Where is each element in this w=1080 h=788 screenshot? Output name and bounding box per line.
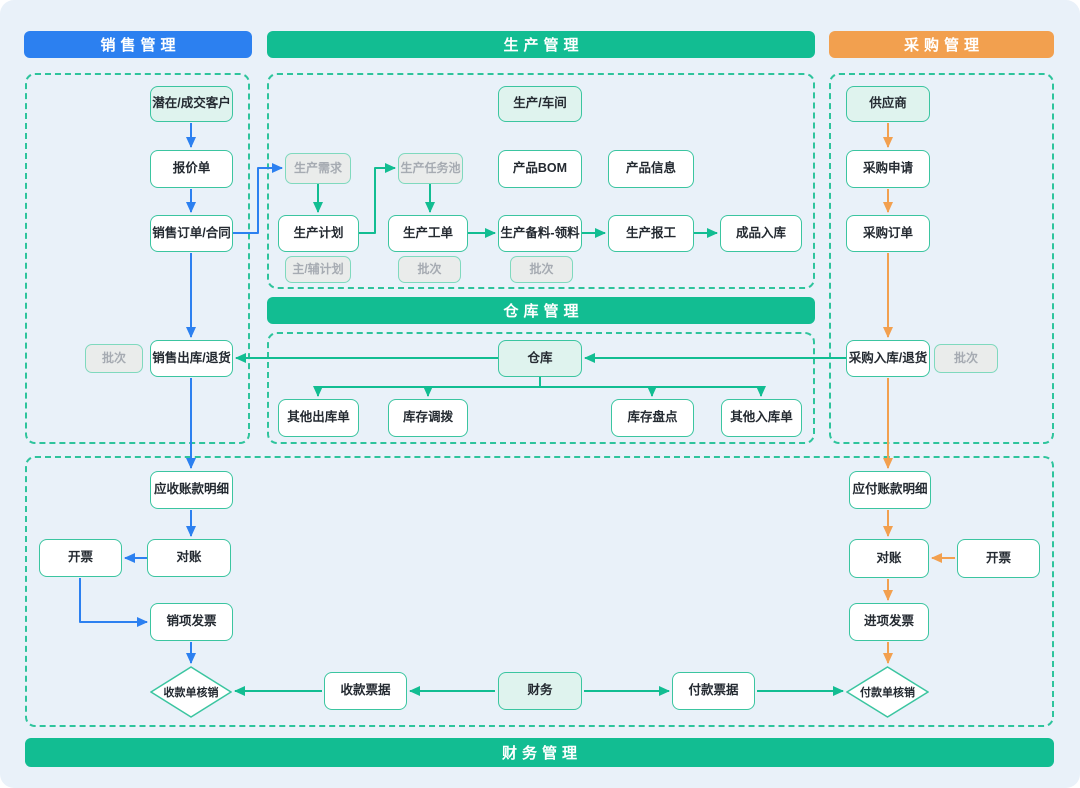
node-sales-order: 销售订单/合同	[150, 215, 233, 252]
diamond-label: 收款单核销	[163, 687, 219, 699]
node-sales-invoice: 销项发票	[150, 603, 233, 641]
node-finished-inbound: 成品入库	[720, 215, 802, 252]
lane-header-finance: 财务管理	[25, 738, 1054, 767]
node-batch-purchase: 批次	[934, 344, 998, 373]
node-ap-detail: 应付账款明细	[849, 471, 931, 509]
lane-header-purchase: 采购管理	[829, 31, 1054, 58]
node-batch-workorder: 批次	[398, 256, 461, 283]
diamond-label: 付款单核销	[860, 687, 915, 699]
node-purchase-inbound: 采购入库/退货	[846, 340, 930, 377]
node-batch-material: 批次	[510, 256, 573, 283]
node-prod-demand: 生产需求	[285, 153, 351, 184]
node-payment-writeoff: 付款单核销	[846, 666, 929, 718]
node-sales-outbound: 销售出库/退货	[150, 340, 233, 377]
finance-region	[25, 456, 1054, 727]
node-reconcile-right: 对账	[849, 539, 929, 578]
node-reconcile-left: 对账	[147, 539, 231, 577]
node-ar-detail: 应收账款明细	[150, 471, 233, 509]
node-invoice-left: 开票	[39, 539, 122, 577]
node-prod-task-pool: 生产任务池	[398, 153, 463, 184]
node-invoice-right: 开票	[957, 539, 1040, 578]
node-other-inbound: 其他入库单	[721, 399, 802, 437]
node-product-bom: 产品BOM	[498, 150, 582, 188]
node-workshop: 生产/车间	[498, 86, 582, 122]
node-receipt-note: 收款票据	[324, 672, 407, 710]
lane-header-sales: 销售管理	[24, 31, 252, 58]
node-receipt-writeoff: 收款单核销	[150, 666, 232, 718]
warehouse-region	[267, 332, 815, 444]
node-product-info: 产品信息	[608, 150, 694, 188]
node-warehouse: 仓库	[498, 340, 582, 377]
diamond-shape	[846, 666, 929, 718]
sales-region	[25, 73, 250, 444]
node-purchase-request: 采购申请	[846, 150, 930, 188]
lane-header-production: 生产管理	[267, 31, 815, 58]
node-batch-sales: 批次	[85, 344, 143, 373]
lane-header-warehouse: 仓库管理	[267, 297, 815, 324]
node-prod-workorder: 生产工单	[388, 215, 468, 252]
node-prod-plan: 生产计划	[278, 215, 359, 252]
purchase-region	[829, 73, 1054, 444]
diamond-shape	[150, 666, 232, 718]
node-payment-note: 付款票据	[672, 672, 755, 710]
node-supplier: 供应商	[846, 86, 930, 122]
node-inventory-transfer: 库存调拨	[388, 399, 468, 437]
node-quote: 报价单	[150, 150, 233, 188]
node-other-outbound: 其他出库单	[278, 399, 359, 437]
node-purchase-invoice: 进项发票	[849, 603, 929, 641]
node-finance: 财务	[498, 672, 582, 710]
node-inventory-count: 库存盘点	[611, 399, 694, 437]
node-prod-report: 生产报工	[608, 215, 694, 252]
node-purchase-order: 采购订单	[846, 215, 930, 252]
node-customer: 潜在/成交客户	[150, 86, 233, 122]
node-prod-material: 生产备料-领料	[498, 215, 582, 252]
node-main-aux-plan: 主/辅计划	[285, 256, 351, 283]
